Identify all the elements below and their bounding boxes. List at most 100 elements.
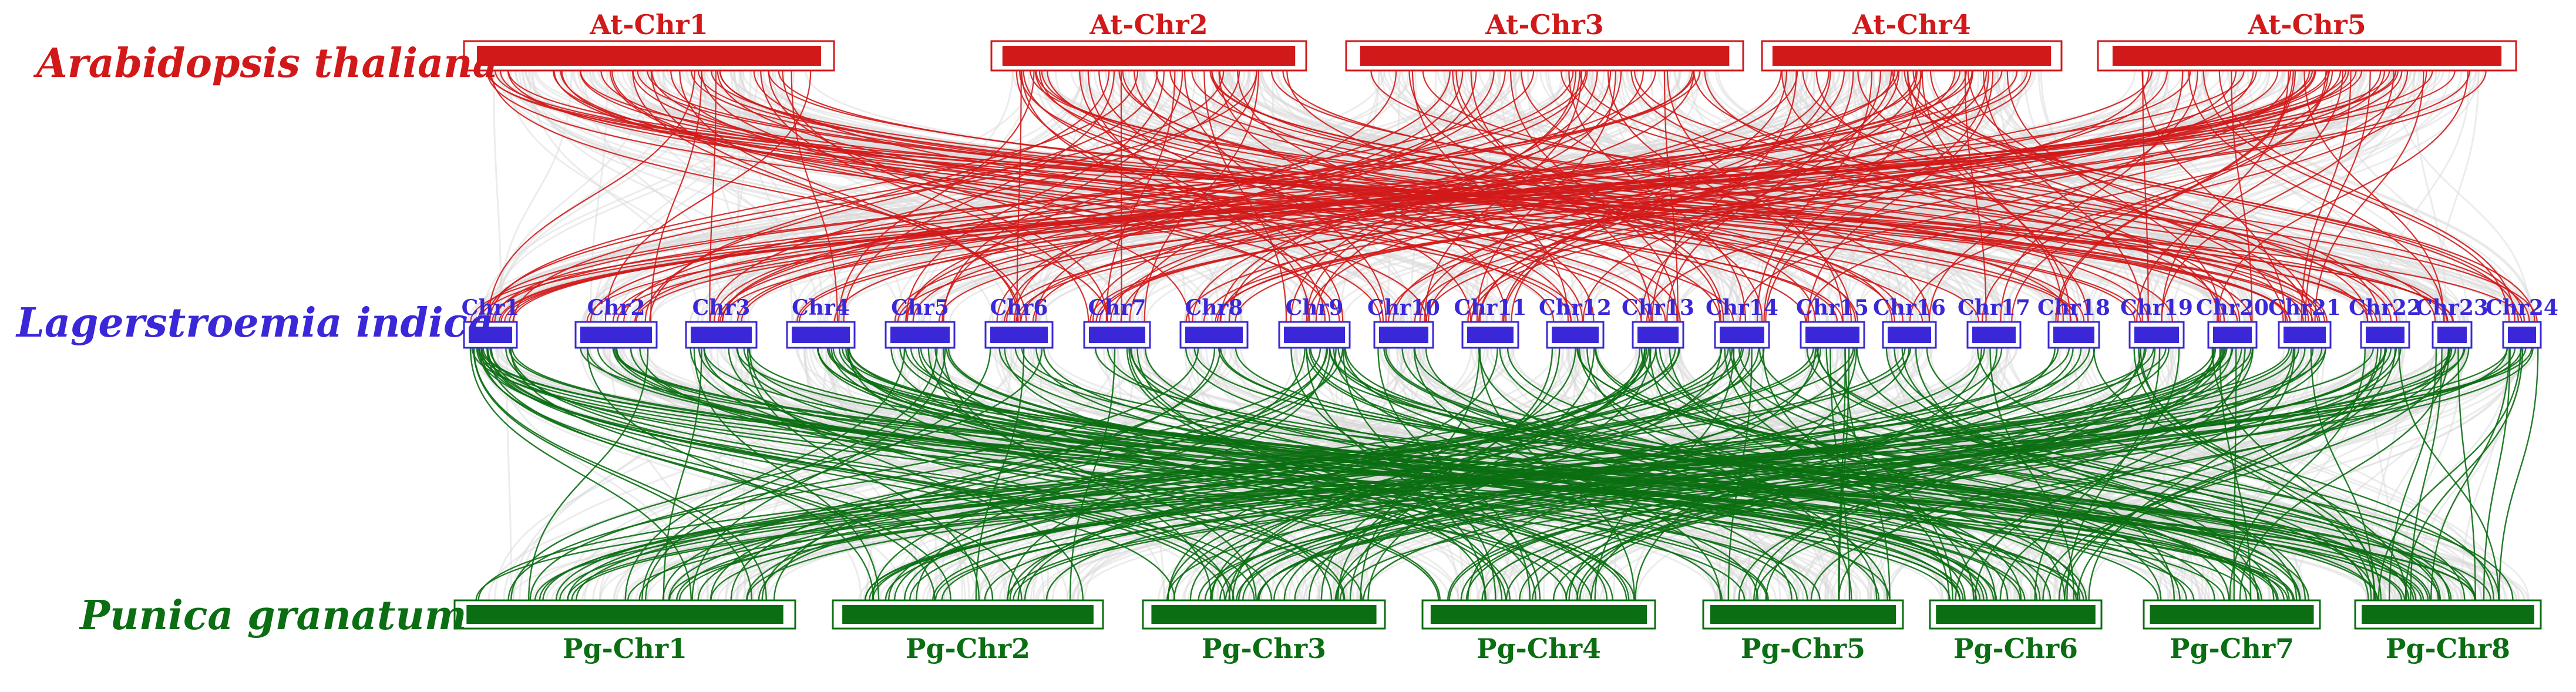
top-chr-at-chr1-bar bbox=[477, 46, 821, 66]
background-link bbox=[935, 347, 1166, 601]
mid-chr-chr20-label: Chr20 bbox=[2196, 295, 2269, 320]
arabidopsis-link bbox=[1388, 70, 2168, 323]
punica-link bbox=[1579, 347, 2232, 601]
mid-chr-chr15-bar bbox=[1805, 327, 1859, 343]
arabidopsis-link bbox=[791, 70, 838, 323]
bot-chr-pg-chr7-label: Pg-Chr7 bbox=[2170, 633, 2294, 664]
arabidopsis-link bbox=[1478, 70, 1918, 323]
punica-link bbox=[1635, 347, 1858, 601]
arabidopsis-link bbox=[1216, 70, 2403, 323]
background-link bbox=[1869, 347, 1998, 601]
mid-chr-chr13-label: Chr13 bbox=[1622, 295, 1694, 320]
arabidopsis-link bbox=[1907, 70, 2284, 323]
arabidopsis-link bbox=[1098, 70, 1472, 323]
punica-link bbox=[1590, 347, 1982, 601]
background-link bbox=[2149, 70, 2310, 323]
punica-link bbox=[2405, 347, 2524, 601]
punica-link bbox=[1349, 347, 1595, 601]
punica-link bbox=[542, 347, 1814, 601]
mid-chr-chr7-label: Chr7 bbox=[1088, 295, 1146, 320]
background-link bbox=[613, 347, 1414, 601]
bot-chr-pg-chr3-bar bbox=[1151, 605, 1377, 624]
arabidopsis-link bbox=[2000, 70, 2184, 323]
mid-chr-chr3-bar bbox=[691, 327, 752, 343]
punica-link bbox=[838, 347, 2021, 601]
mid-chr-chr17-label: Chr17 bbox=[1958, 295, 2030, 320]
mid-chr-chr12-bar bbox=[1552, 327, 1599, 343]
punica-link bbox=[512, 347, 2252, 601]
punica-link bbox=[1035, 347, 1808, 601]
arabidopsis-link bbox=[1471, 70, 2254, 323]
background-link bbox=[839, 70, 1030, 323]
background-link bbox=[2171, 70, 2403, 323]
arabidopsis-link bbox=[1282, 70, 2369, 323]
arabidopsis-link bbox=[1765, 70, 1989, 323]
background-link bbox=[495, 70, 682, 323]
background-link bbox=[2383, 347, 2511, 601]
arabidopsis-link bbox=[905, 70, 1165, 323]
arabidopsis-link bbox=[1021, 70, 1326, 323]
punica-link bbox=[847, 347, 1333, 601]
arabidopsis-link bbox=[1502, 70, 1831, 323]
background-link bbox=[1469, 70, 2416, 323]
background-link bbox=[1133, 70, 1187, 323]
punica-link bbox=[510, 347, 1043, 601]
background-link bbox=[1764, 70, 2006, 323]
arabidopsis-link bbox=[1968, 70, 2313, 323]
arabidopsis-link bbox=[644, 70, 1158, 323]
background-link bbox=[1092, 70, 1451, 323]
arabidopsis-link bbox=[1652, 70, 1797, 323]
arabidopsis-link bbox=[798, 70, 2313, 323]
arabidopsis-link bbox=[610, 70, 1340, 323]
arabidopsis-link bbox=[611, 70, 1381, 323]
punica-link bbox=[2229, 347, 2366, 601]
punica-link bbox=[1579, 347, 2022, 601]
arabidopsis-link bbox=[487, 70, 2291, 323]
top-chr-at-chr2-bar bbox=[1002, 46, 1296, 66]
bot-chr-pg-chr2-label: Pg-Chr2 bbox=[906, 633, 1030, 664]
arabidopsis-link bbox=[650, 70, 702, 323]
punica-link bbox=[864, 347, 2326, 601]
arabidopsis-link bbox=[492, 70, 2003, 323]
punica-link bbox=[1732, 347, 2066, 601]
arabidopsis-link bbox=[1408, 70, 1721, 323]
arabidopsis-link bbox=[1019, 70, 1681, 323]
background-link bbox=[903, 70, 1568, 323]
punica-link bbox=[1999, 347, 2382, 601]
punica-link bbox=[529, 347, 1199, 601]
arabidopsis-link bbox=[649, 70, 1110, 323]
arabidopsis-link bbox=[753, 70, 1666, 323]
punica-link bbox=[1235, 347, 2441, 601]
mid-chr-chr18-label: Chr18 bbox=[2037, 295, 2110, 320]
punica-link bbox=[915, 347, 1306, 601]
top-chr-at-chr3-label: At-Chr3 bbox=[1485, 9, 1604, 41]
punica-link bbox=[2388, 347, 2437, 601]
punica-link bbox=[1306, 347, 1486, 601]
arabidopsis-link bbox=[1105, 70, 1176, 323]
punica-link bbox=[1329, 347, 2417, 601]
mid-chr-chr20-bar bbox=[2213, 327, 2252, 343]
arabidopsis-link bbox=[717, 70, 1555, 323]
arabidopsis-link bbox=[513, 70, 1257, 323]
arabidopsis-link bbox=[1928, 70, 2198, 323]
mid-chr-chr16-label: Chr16 bbox=[1873, 295, 1946, 320]
punica-link bbox=[1649, 347, 1852, 601]
bot-chr-pg-chr5-bar bbox=[1710, 605, 1896, 624]
punica-link bbox=[1007, 347, 1331, 601]
top-chr-at-chr1-label: At-Chr1 bbox=[589, 9, 708, 41]
mid-chr-chr9-label: Chr9 bbox=[1286, 295, 1344, 320]
arabidopsis-link bbox=[709, 70, 717, 323]
arabidopsis-link bbox=[1370, 70, 2538, 323]
arabidopsis-link bbox=[1425, 70, 2386, 323]
arabidopsis-link bbox=[1079, 70, 1344, 323]
punica-link bbox=[2058, 347, 2396, 601]
background-link bbox=[479, 347, 906, 601]
punica-link bbox=[2457, 347, 2476, 601]
mid-chr-chr5-bar bbox=[890, 327, 950, 343]
punica-link bbox=[1333, 347, 1793, 601]
punica-link bbox=[1306, 347, 2052, 601]
arabidopsis-link bbox=[2161, 70, 2289, 323]
arabidopsis-link bbox=[470, 70, 2245, 323]
mid-chr-chr5-label: Chr5 bbox=[891, 295, 949, 320]
